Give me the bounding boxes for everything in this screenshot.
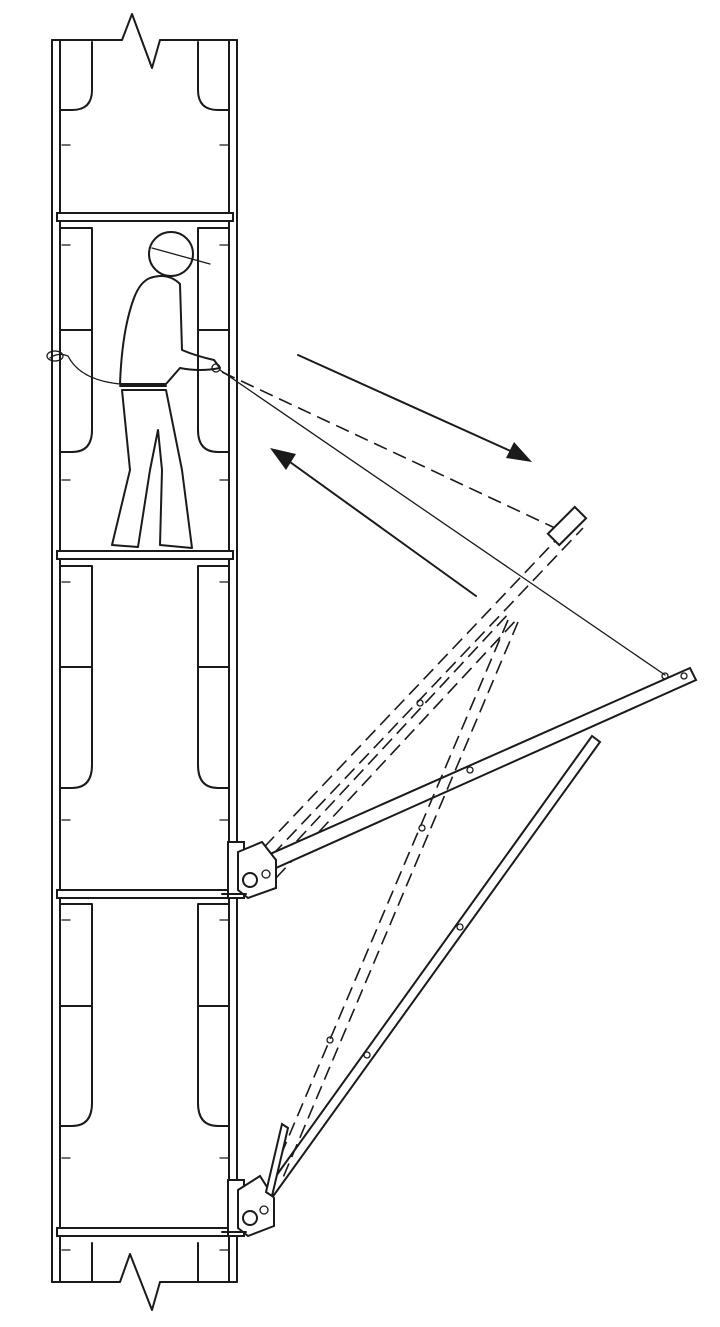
motion-arrows — [270, 354, 532, 597]
brace-bolt — [456, 923, 464, 931]
upper-arm-solid — [250, 666, 698, 1197]
pull-cord-dashed — [221, 371, 556, 529]
tether-anchor — [46, 350, 64, 362]
worker-torso — [119, 275, 221, 385]
hinge-bracket-icon-upper — [221, 840, 277, 900]
upper-hinge-pin — [242, 872, 258, 888]
lower-strut-cylinder — [264, 1122, 290, 1198]
guard-rail-right — [197, 41, 230, 111]
guard-rail-left — [59, 227, 93, 453]
worker-hand — [211, 363, 221, 373]
upper-arm-tip-dashed — [546, 505, 588, 547]
lower-brace-dashed-line — [271, 619, 509, 1177]
lower-hinge-pin — [242, 1210, 258, 1226]
upper-strut-dashed — [275, 617, 519, 879]
pull-cord-solid — [219, 369, 666, 676]
brace-bolt — [363, 1051, 371, 1059]
worker-legs — [111, 389, 193, 549]
retract-arrow-icon — [289, 461, 477, 597]
guard-rail-left — [59, 565, 93, 789]
figure-worker-icon — [46, 231, 221, 549]
guard-rail-right — [197, 227, 230, 453]
retract-arrowhead — [270, 448, 296, 470]
upper-arm-dashed — [249, 505, 588, 879]
deploy-arrowhead — [506, 442, 532, 462]
lower-hinge-body — [237, 1174, 275, 1238]
upper-hinge-bolt — [261, 869, 271, 879]
lower-brace-dashed — [271, 619, 519, 1181]
beam-bolt — [466, 766, 474, 774]
pull-lines — [219, 369, 666, 676]
lower-brace — [264, 734, 602, 1197]
scaffold-tower — [51, 13, 238, 1311]
brace-bolt — [326, 1036, 334, 1044]
deck-4 — [56, 1227, 234, 1237]
guard-rail-right — [197, 903, 230, 1127]
worker-visor — [151, 247, 211, 265]
top-break-mark — [51, 13, 238, 69]
upper-strut-dashed — [267, 611, 511, 873]
hinge-bracket-icon-lower — [221, 1122, 290, 1238]
rail-tick-marks — [61, 144, 229, 1251]
guard-rails — [59, 41, 230, 1283]
deploy-arrow-icon — [297, 354, 516, 454]
tether-line-icon — [49, 353, 121, 385]
upper-arm-beam-dashed — [257, 527, 584, 871]
brace-bolt — [418, 824, 426, 832]
deck-2 — [56, 550, 234, 560]
guard-rail-left — [59, 41, 93, 111]
worker-head — [148, 231, 194, 277]
upper-hinge-body — [237, 840, 277, 900]
lower-hinge-bolt — [259, 1205, 269, 1215]
upper-arm-bolt — [661, 672, 669, 680]
upper-arm-bolt — [680, 672, 688, 680]
guard-rail-right — [197, 565, 230, 789]
lower-brace-dashed-line — [281, 621, 519, 1181]
bottom-break-mark — [51, 1253, 238, 1311]
deck-3 — [56, 889, 234, 899]
beam-bolt — [416, 699, 424, 707]
guard-rail-left — [59, 903, 93, 1127]
platform-decks — [56, 212, 234, 1237]
deck-1 — [56, 212, 234, 222]
upper-arm-beam-dashed — [249, 519, 576, 863]
